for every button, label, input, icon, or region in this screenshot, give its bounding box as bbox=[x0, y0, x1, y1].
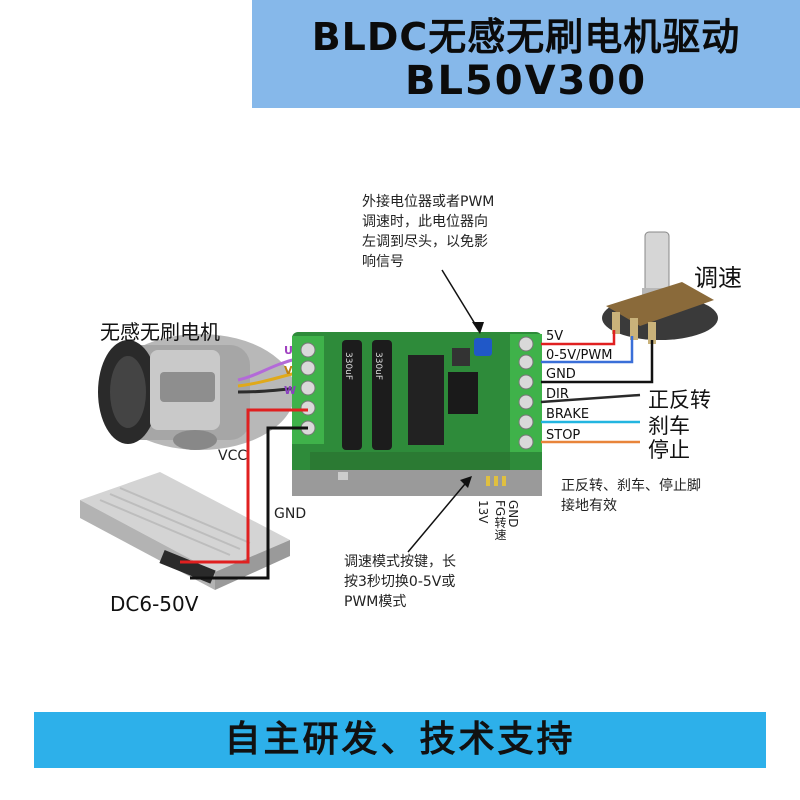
motor-illustration bbox=[98, 334, 295, 450]
ground-note-line: 接地有效 bbox=[561, 498, 617, 514]
capacitor-label-2: 330uF bbox=[373, 352, 383, 381]
pin-stop-label: STOP bbox=[546, 428, 581, 443]
phase-u-label: U bbox=[284, 344, 293, 357]
function-brake-label: 刹车 bbox=[648, 414, 690, 438]
vcc-label: VCC bbox=[218, 448, 248, 464]
phase-w-label: W bbox=[284, 384, 297, 397]
pin-bottom-gnd-label: GND bbox=[506, 500, 520, 528]
pin-gnd-label: GND bbox=[546, 367, 576, 382]
pot-note-line: 外接电位器或者PWM bbox=[362, 194, 495, 210]
pin-5v-label: 5V bbox=[546, 329, 564, 344]
function-direction-label: 正反转 bbox=[648, 388, 711, 412]
ground-active-note: 正反转、刹车、停止脚 接地有效 bbox=[561, 476, 701, 516]
pot-note-line: 左调到尽头，以免影 bbox=[362, 234, 488, 250]
pot-note-line: 调速时，此电位器向 bbox=[362, 214, 488, 230]
product-title: BLDC无感无刷电机驱动 bbox=[311, 15, 741, 59]
mode-button-note: 调速模式按键，长 按3秒切换0-5V或 PWM模式 bbox=[344, 552, 456, 612]
potentiometer-illustration bbox=[602, 231, 718, 344]
driver-board-illustration bbox=[292, 332, 542, 496]
slogan-banner bbox=[34, 712, 766, 768]
ground-note-line: 正反转、刹车、停止脚 bbox=[561, 478, 701, 494]
capacitor-label-1: 330uF bbox=[343, 352, 353, 381]
function-stop-label: 停止 bbox=[648, 438, 690, 462]
motor-label: 无感无刷电机 bbox=[100, 320, 220, 344]
button-note-line: 调速模式按键，长 bbox=[344, 554, 456, 570]
title-banner bbox=[252, 0, 800, 108]
pot-note: 外接电位器或者PWM 调速时，此电位器向 左调到尽头，以免影 响信号 bbox=[362, 192, 494, 272]
slogan-text: 自主研发、技术支持 bbox=[224, 719, 576, 760]
button-note-line: 按3秒切换0-5V或 bbox=[344, 574, 456, 590]
product-model: BL50V300 bbox=[404, 58, 648, 104]
pot-note-line: 响信号 bbox=[362, 254, 404, 270]
pot-label: 调速 bbox=[694, 264, 742, 292]
phase-v-label: V bbox=[284, 364, 293, 377]
power-supply-illustration bbox=[80, 472, 290, 590]
pin-signal-label: 0-5V/PWM bbox=[546, 348, 613, 363]
button-note-line: PWM模式 bbox=[344, 594, 407, 610]
pin-brake-label: BRAKE bbox=[546, 407, 590, 422]
supply-voltage-label: DC6-50V bbox=[110, 592, 199, 616]
pin-dir-label: DIR bbox=[546, 387, 569, 402]
pin-13v-label: 13V bbox=[476, 500, 490, 524]
gnd-label: GND bbox=[274, 506, 307, 522]
pin-fg-label: FG转速 bbox=[493, 500, 507, 541]
